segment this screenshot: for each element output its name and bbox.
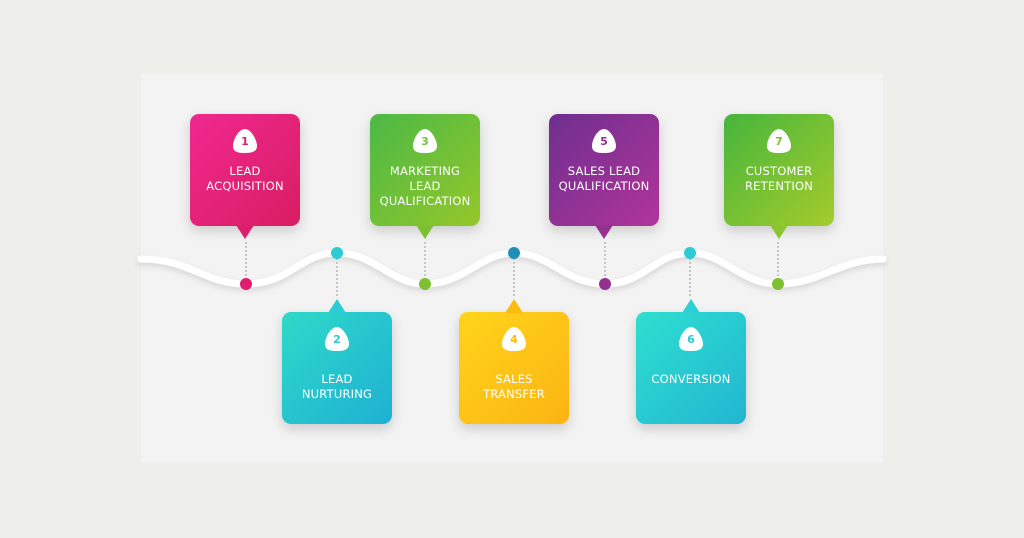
- number-badge: 6: [676, 324, 706, 354]
- number-badge: 2: [322, 324, 352, 354]
- blob-icon: [592, 129, 616, 153]
- step-number: 1: [241, 135, 249, 148]
- step-label: SALES TRANSFER: [483, 372, 545, 401]
- step-card-5: 5 SALES LEAD QUALIFICATION: [549, 114, 659, 239]
- step-label: CONVERSION: [651, 372, 731, 386]
- step-label: CUSTOMER RETENTION: [744, 164, 814, 193]
- blob-icon: [413, 129, 437, 153]
- step-label: LEAD NURTURING: [301, 372, 373, 401]
- step-card-1: 1 LEAD ACQUISITION: [190, 114, 300, 239]
- step-number: 7: [775, 135, 783, 148]
- step-number: 5: [600, 135, 608, 148]
- step-number: 6: [687, 333, 695, 346]
- card-pointer: [595, 225, 613, 239]
- number-badge: 1: [230, 126, 260, 156]
- blob-icon: [325, 327, 349, 351]
- number-badge: 7: [764, 126, 794, 156]
- step-number: 2: [333, 333, 341, 346]
- blob-icon: [679, 327, 703, 351]
- number-badge: 3: [410, 126, 440, 156]
- blob-icon: [767, 129, 791, 153]
- step-card-2: 2 LEAD NURTURING: [282, 299, 392, 424]
- card-pointer: [416, 225, 434, 239]
- step-label: SALES LEAD QUALIFICATION: [558, 164, 650, 193]
- step-card-3: 3 MARKETING LEAD QUALIFICATION: [370, 114, 480, 239]
- number-badge: 4: [499, 324, 529, 354]
- card-pointer: [328, 299, 346, 313]
- step-card-7: 7 CUSTOMER RETENTION: [724, 114, 834, 239]
- card-pointer: [236, 225, 254, 239]
- card-pointer: [682, 299, 700, 313]
- step-number: 3: [421, 135, 429, 148]
- blob-icon: [502, 327, 526, 351]
- step-label: MARKETING LEAD QUALIFICATION: [379, 164, 471, 208]
- step-card-4: 4 SALES TRANSFER: [459, 299, 569, 424]
- blob-icon: [233, 129, 257, 153]
- number-badge: 5: [589, 126, 619, 156]
- step-label: LEAD ACQUISITION: [206, 164, 284, 193]
- card-pointer: [505, 299, 523, 313]
- step-number: 4: [510, 333, 518, 346]
- step-card-6: 6 CONVERSION: [636, 299, 746, 424]
- card-pointer: [770, 225, 788, 239]
